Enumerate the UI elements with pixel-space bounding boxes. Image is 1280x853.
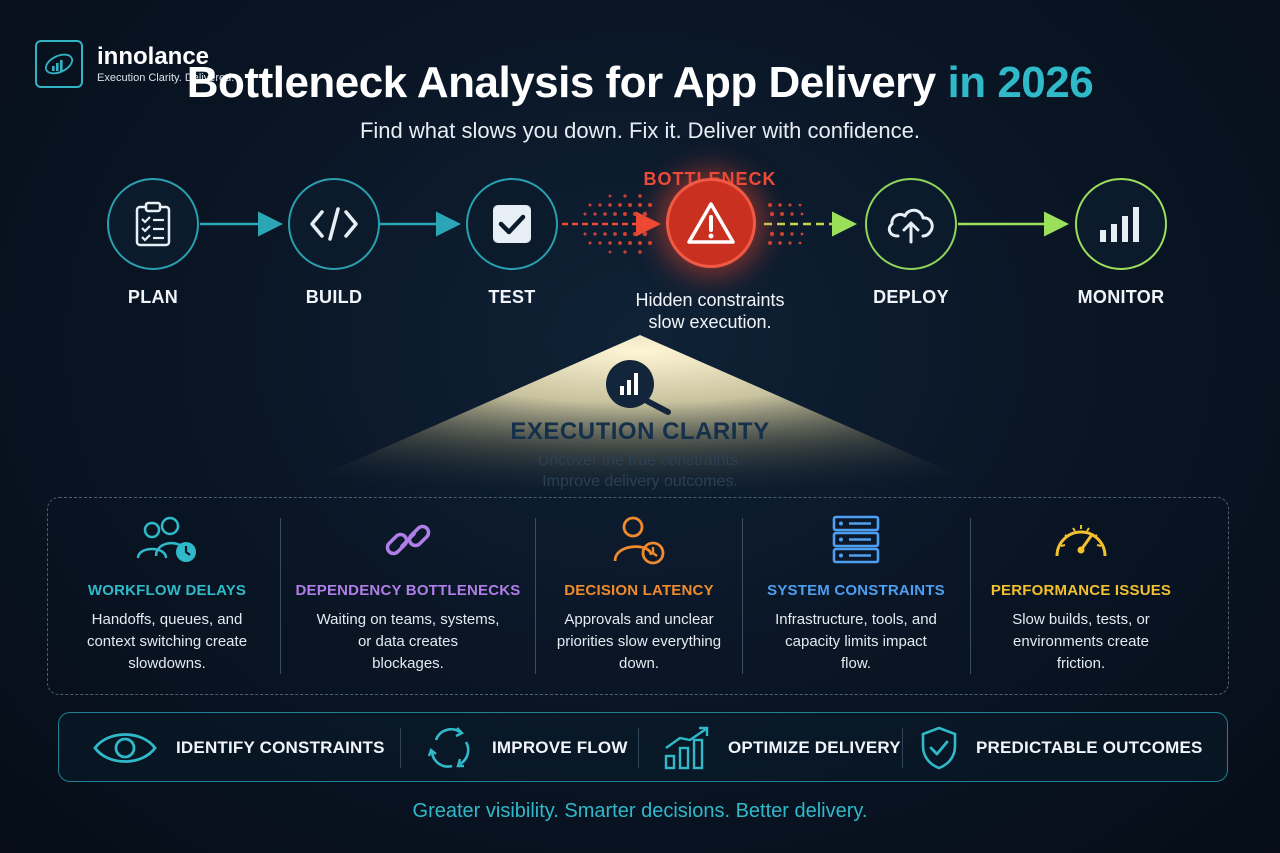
outcome-predictable-outcomes: PREDICTABLE OUTCOMES <box>920 726 1203 770</box>
issue-decision-latency: DECISION LATENCY Approvals and unclear p… <box>542 512 736 675</box>
checkbox-icon <box>493 205 531 243</box>
logo-chart-icon <box>35 40 83 88</box>
issue-description: Slow builds, tests, or environments crea… <box>1012 611 1150 672</box>
clarity-subtitle: Uncover the true constraints. Improve de… <box>537 452 743 490</box>
issue-title: DEPENDENCY BOTTLENECKS <box>295 582 521 599</box>
brand-tagline: Execution Clarity. Delivered. <box>97 72 235 84</box>
issue-performance-issues: PERFORMANCE ISSUES Slow builds, tests, o… <box>978 512 1184 675</box>
issue-title: WORKFLOW DELAYS <box>87 582 247 599</box>
brand-name: innolance <box>97 43 210 70</box>
chain-link-icon <box>385 524 431 556</box>
warning-triangle-icon <box>687 202 735 244</box>
issues-divider <box>742 518 743 674</box>
stage-test <box>466 178 558 270</box>
issue-description: Approvals and unclear priorities slow ev… <box>556 611 722 672</box>
bar-chart-icon <box>1100 207 1139 242</box>
issues-divider <box>280 518 281 674</box>
outcome-label: OPTIMIZE DELIVERY <box>728 738 901 757</box>
cloud-upload-icon <box>887 208 934 244</box>
outcome-label: PREDICTABLE OUTCOMES <box>976 738 1203 757</box>
outcomes-divider <box>638 728 639 768</box>
issue-dependency-bottlenecks: DEPENDENCY BOTTLENECKS Waiting on teams,… <box>290 512 526 675</box>
stage-label-plan: PLAN <box>127 287 179 307</box>
code-brackets-icon <box>310 207 358 241</box>
issues-panel <box>47 497 1229 695</box>
server-stack-icon <box>832 515 880 564</box>
bottleneck-dots <box>583 194 804 254</box>
issue-description: Infrastructure, tools, and capacity limi… <box>775 611 937 672</box>
stage-label-build: BUILD <box>305 287 363 307</box>
stage-monitor <box>1075 178 1167 270</box>
issues-divider <box>970 518 971 674</box>
issue-workflow-delays: WORKFLOW DELAYS Handoffs, queues, and co… <box>60 512 274 675</box>
pipeline-arrows <box>200 194 1069 254</box>
stage-label-deploy: DEPLOY <box>873 287 949 307</box>
page-subtitle: Find what slows you down. Fix it. Delive… <box>359 118 920 143</box>
stage-bottleneck <box>666 178 756 268</box>
outcomes-divider <box>400 728 401 768</box>
brand-logo: innolance Execution Clarity. Delivered. <box>35 40 234 88</box>
issue-title: SYSTEM CONSTRAINTS <box>767 582 945 599</box>
speedometer-icon <box>1055 525 1107 557</box>
clipboard-checklist-icon <box>135 201 171 247</box>
eye-icon <box>93 733 157 763</box>
growth-chart-icon <box>664 726 709 770</box>
outcomes-divider <box>902 728 903 768</box>
stage-deploy <box>865 178 957 270</box>
outcome-identify-constraints: IDENTIFY CONSTRAINTS <box>92 726 385 770</box>
shield-check-icon <box>921 726 957 770</box>
clarity-title: EXECUTION CLARITY <box>510 418 770 445</box>
stage-plan <box>107 178 199 270</box>
issue-description: Handoffs, queues, and context switching … <box>86 611 248 672</box>
outcome-optimize-delivery: OPTIMIZE DELIVERY <box>662 726 901 770</box>
title-main: Bottleneck Analysis for App Delivery <box>186 58 936 107</box>
cycle-arrows-icon <box>427 727 470 768</box>
outcome-label: IMPROVE FLOW <box>492 738 628 757</box>
issue-description: Waiting on teams, systems, or data creat… <box>316 611 500 672</box>
person-clock-icon <box>613 516 665 565</box>
issue-title: DECISION LATENCY <box>564 582 714 599</box>
issues-divider <box>535 518 536 674</box>
stage-build <box>288 178 380 270</box>
stage-label-monitor: MONITOR <box>1077 287 1165 307</box>
magnifier-chart-icon <box>600 356 680 423</box>
outcome-improve-flow: IMPROVE FLOW <box>426 726 628 770</box>
footer-tagline: Greater visibility. Smarter decisions. B… <box>412 800 868 822</box>
title-accent: in 2026 <box>947 58 1094 107</box>
people-clock-icon <box>136 516 196 562</box>
issue-system-constraints: SYSTEM CONSTRAINTS Infrastructure, tools… <box>748 512 964 675</box>
bottleneck-note: Hidden constraints slow execution. <box>635 290 785 332</box>
stage-label-test: TEST <box>488 287 536 307</box>
issue-title: PERFORMANCE ISSUES <box>990 582 1172 599</box>
page-title: Bottleneck Analysis for App Delivery in … <box>0 58 1280 108</box>
outcomes-bar <box>58 712 1228 782</box>
outcome-label: IDENTIFY CONSTRAINTS <box>176 738 385 757</box>
